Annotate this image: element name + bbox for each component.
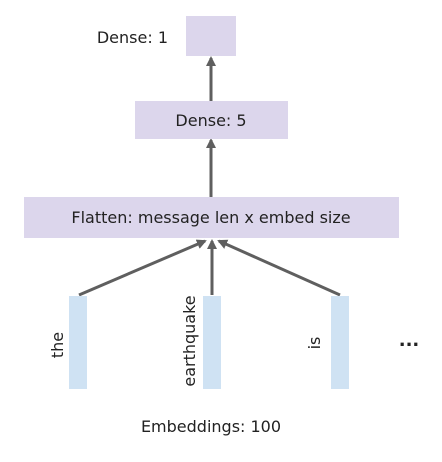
flatten-label: Flatten: message len x embed size [71,208,350,227]
layer-dense-1: Dense: 1 [97,16,236,56]
embeddings-label: Embeddings: 100 [141,417,281,436]
token-label-earthquake: earthquake [180,295,199,386]
token-label-the: the [48,332,67,358]
arrow-is-to-flatten [217,239,341,297]
layer-flatten: Flatten: message len x embed size [24,197,399,238]
dense-5-label: Dense: 5 [175,111,246,130]
dense-1-box [186,16,236,56]
arrows [78,56,341,297]
embedding-bar-the [69,296,87,389]
layer-dense-5: Dense: 5 [135,101,288,139]
ellipsis: ... [399,330,420,351]
flatten-box [24,197,399,238]
arrow-the-to-flatten [78,239,207,297]
embedding-bar-earthquake [203,296,221,389]
dense-5-box [135,101,288,139]
token-label-is: is [305,337,324,350]
embedding-bar-is [331,296,349,389]
embeddings: the earthquake is ... Embeddings: 100 [48,295,419,436]
dense-1-label: Dense: 1 [97,28,168,47]
